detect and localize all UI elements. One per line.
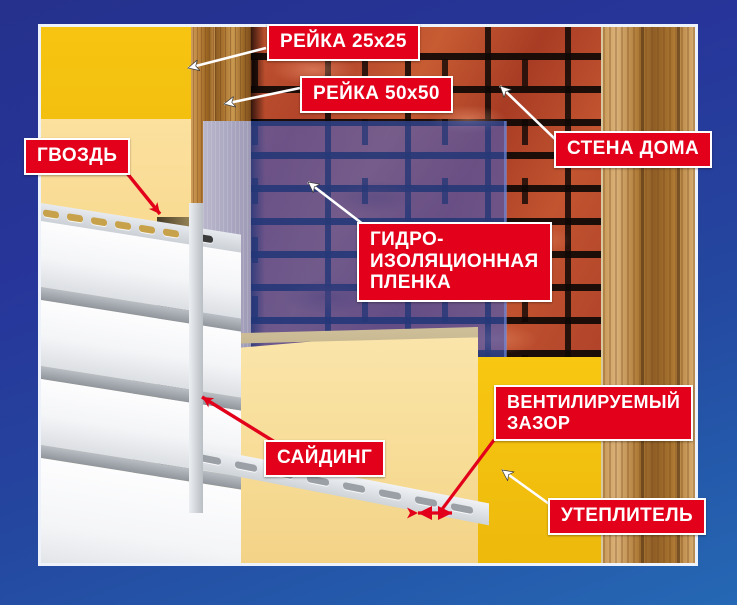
siding-return-edge [189,203,203,513]
callout-reika-25[interactable]: РЕЙКА 25х25 [267,24,420,61]
wood-seam-a [641,27,644,563]
nail-slot [343,481,365,494]
insulation-top-left [41,27,191,119]
nail-slot [139,224,155,235]
callout-gvozd[interactable]: ГВОЗДЬ [24,138,131,175]
callout-sajding[interactable]: САЙДИНГ [264,440,386,477]
siding-assembly [41,203,241,563]
nail-slot [163,228,179,238]
nail-slot [67,213,83,223]
nail-slot [91,216,107,227]
nail-slot [451,502,473,515]
nail-slot [415,495,437,508]
wood-seam-b [677,27,680,563]
callout-uteplitel[interactable]: УТЕПЛИТЕЛЬ [548,498,707,535]
nail-slot [379,488,401,501]
callout-gidroizolyacionnaya-plenka[interactable]: ГИДРО- ИЗОЛЯЦИОННАЯ ПЛЕНКА [357,222,552,302]
callout-reika-50[interactable]: РЕЙКА 50х50 [300,76,453,113]
wooden-batten-right [603,27,695,563]
callout-ventiliruemyj-zazor[interactable]: ВЕНТИЛИРУЕМЫЙ ЗАЗОР [494,385,694,442]
nail-slot [115,220,131,231]
callout-stena-doma[interactable]: СТЕНА ДОМА [554,131,713,168]
nail-slot [235,460,257,473]
nail-slot [43,209,59,219]
